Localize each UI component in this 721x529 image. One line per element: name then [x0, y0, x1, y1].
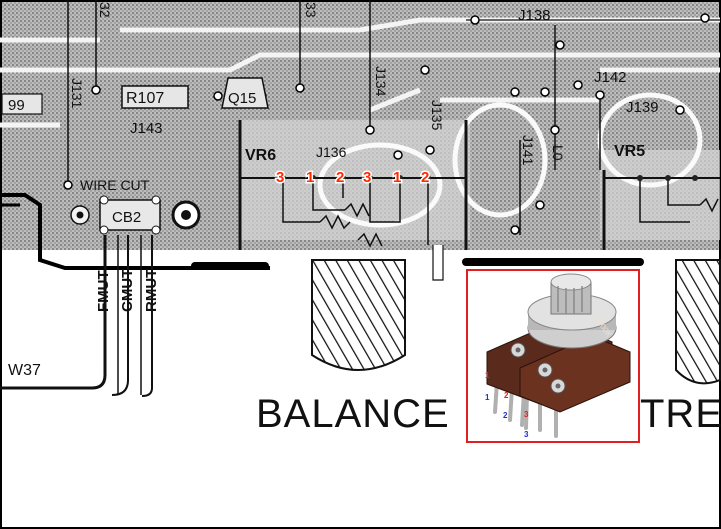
pin-marker-2: 1: [306, 169, 314, 186]
label-j134: J134: [373, 66, 389, 97]
label-cmut: CMUT: [119, 269, 136, 312]
transistor-q15: Q15: [221, 77, 269, 109]
pin-marker-3: 2: [336, 169, 344, 186]
label-j136: J136: [316, 144, 347, 160]
label-treble: TRE: [640, 392, 721, 436]
pot-photo-inset: B100K 1 1 2 2 3 3: [466, 269, 640, 443]
label-j140: L0: [550, 145, 566, 161]
label-vr5: VR5: [614, 143, 645, 160]
label-cb2: CB2: [112, 209, 141, 226]
photo-pin-red-2: 2: [504, 391, 509, 400]
label-j135: J135: [429, 100, 445, 131]
photo-pin-blue-2: 2: [503, 411, 508, 420]
connector-cb2: CB2: [70, 195, 201, 235]
label-vr6: VR6: [245, 147, 276, 164]
photo-pin-red-3: 3: [524, 410, 529, 419]
label-fmut: FMUT: [95, 270, 112, 312]
label-balance: BALANCE: [256, 392, 450, 436]
label-j142: J142: [594, 69, 627, 86]
photo-pin-blue-1: 1: [485, 393, 490, 402]
label-wire-cut: WIRE CUT: [80, 177, 150, 193]
pin-markers: 3 1 2 3 1 2: [275, 168, 431, 188]
label-q15: Q15: [228, 90, 256, 107]
potentiometer-vr6: VR6 J136: [238, 120, 468, 281]
label-j131: J131: [69, 78, 85, 109]
pin-marker-4: 3: [363, 169, 371, 186]
photo-pin-red-1: 1: [485, 371, 490, 380]
label-r107: R107: [126, 90, 164, 107]
label-w37: W37: [8, 362, 41, 379]
pin-marker-6: 2: [421, 169, 429, 186]
label-rmut: RMUT: [143, 269, 160, 312]
resistor-r107: R107: [121, 85, 189, 109]
photo-pin-blue-3: 3: [524, 430, 529, 439]
label-99: 99: [8, 97, 25, 114]
mute-wires: FMUT CMUT RMUT W37: [0, 235, 160, 397]
label-j141: J141: [520, 135, 536, 166]
label-j133: 33: [303, 2, 319, 18]
knob-shafts: [311, 259, 721, 385]
pin-marker-1: 3: [276, 169, 284, 186]
potentiometer-vr5: VR5: [602, 143, 720, 250]
label-j132: 32: [97, 2, 113, 18]
label-j138: J138: [518, 7, 551, 24]
pin-marker-5: 1: [393, 169, 401, 186]
label-j143: J143: [130, 120, 163, 137]
label-j139: J139: [626, 99, 659, 116]
